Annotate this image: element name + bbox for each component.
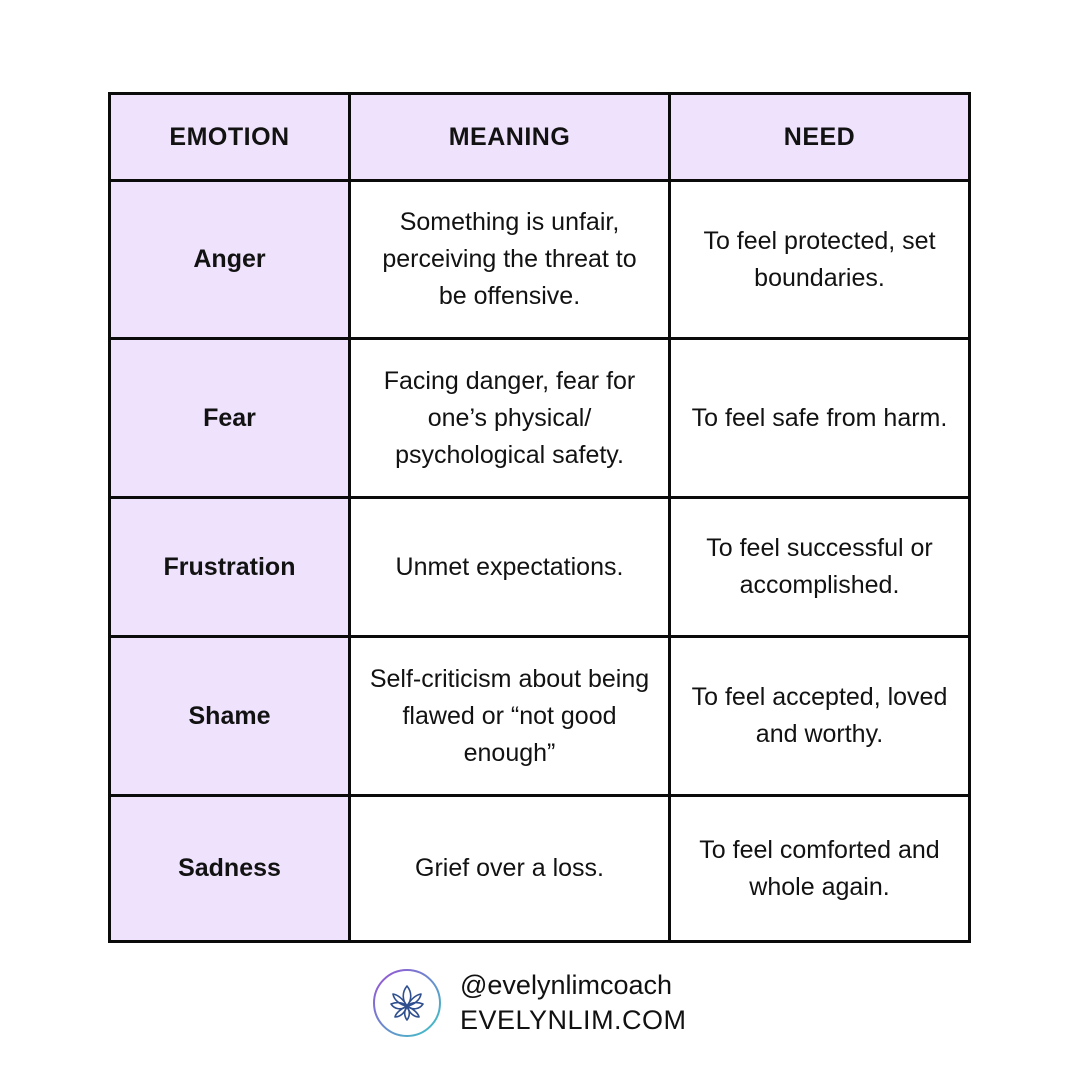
footer: @evelynlimcoach EVELYNLIM.COM bbox=[372, 968, 687, 1038]
emotion-cell: Frustration bbox=[111, 499, 351, 638]
meaning-cell: Unmet expectations. bbox=[351, 499, 671, 638]
emotion-cell: Shame bbox=[111, 638, 351, 797]
need-cell: To feel protected, set boundaries. bbox=[671, 182, 968, 340]
need-cell: To feel safe from harm. bbox=[671, 340, 968, 499]
social-handle: @evelynlimcoach bbox=[460, 970, 672, 1000]
meaning-cell: Grief over a loss. bbox=[351, 797, 671, 940]
emotion-table: EMOTION MEANING NEED Anger Something is … bbox=[108, 92, 971, 943]
meaning-cell: Something is unfair, perceiving the thre… bbox=[351, 182, 671, 340]
header-need: NEED bbox=[671, 95, 968, 182]
website-text: EVELYNLIM.COM bbox=[460, 1005, 687, 1035]
emotion-cell: Anger bbox=[111, 182, 351, 340]
meaning-cell: Self-criticism about being flawed or “no… bbox=[351, 638, 671, 797]
emotion-cell: Sadness bbox=[111, 797, 351, 940]
header-emotion: EMOTION bbox=[111, 95, 351, 182]
header-meaning: MEANING bbox=[351, 95, 671, 182]
lotus-icon bbox=[373, 969, 441, 1037]
need-cell: To feel accepted, loved and worthy. bbox=[671, 638, 968, 797]
emotion-cell: Fear bbox=[111, 340, 351, 499]
need-cell: To feel comforted and whole again. bbox=[699, 835, 940, 901]
meaning-cell: Facing danger, fear for one’s physical/ … bbox=[351, 340, 671, 499]
need-cell: To feel successful or accomplished. bbox=[671, 499, 968, 638]
